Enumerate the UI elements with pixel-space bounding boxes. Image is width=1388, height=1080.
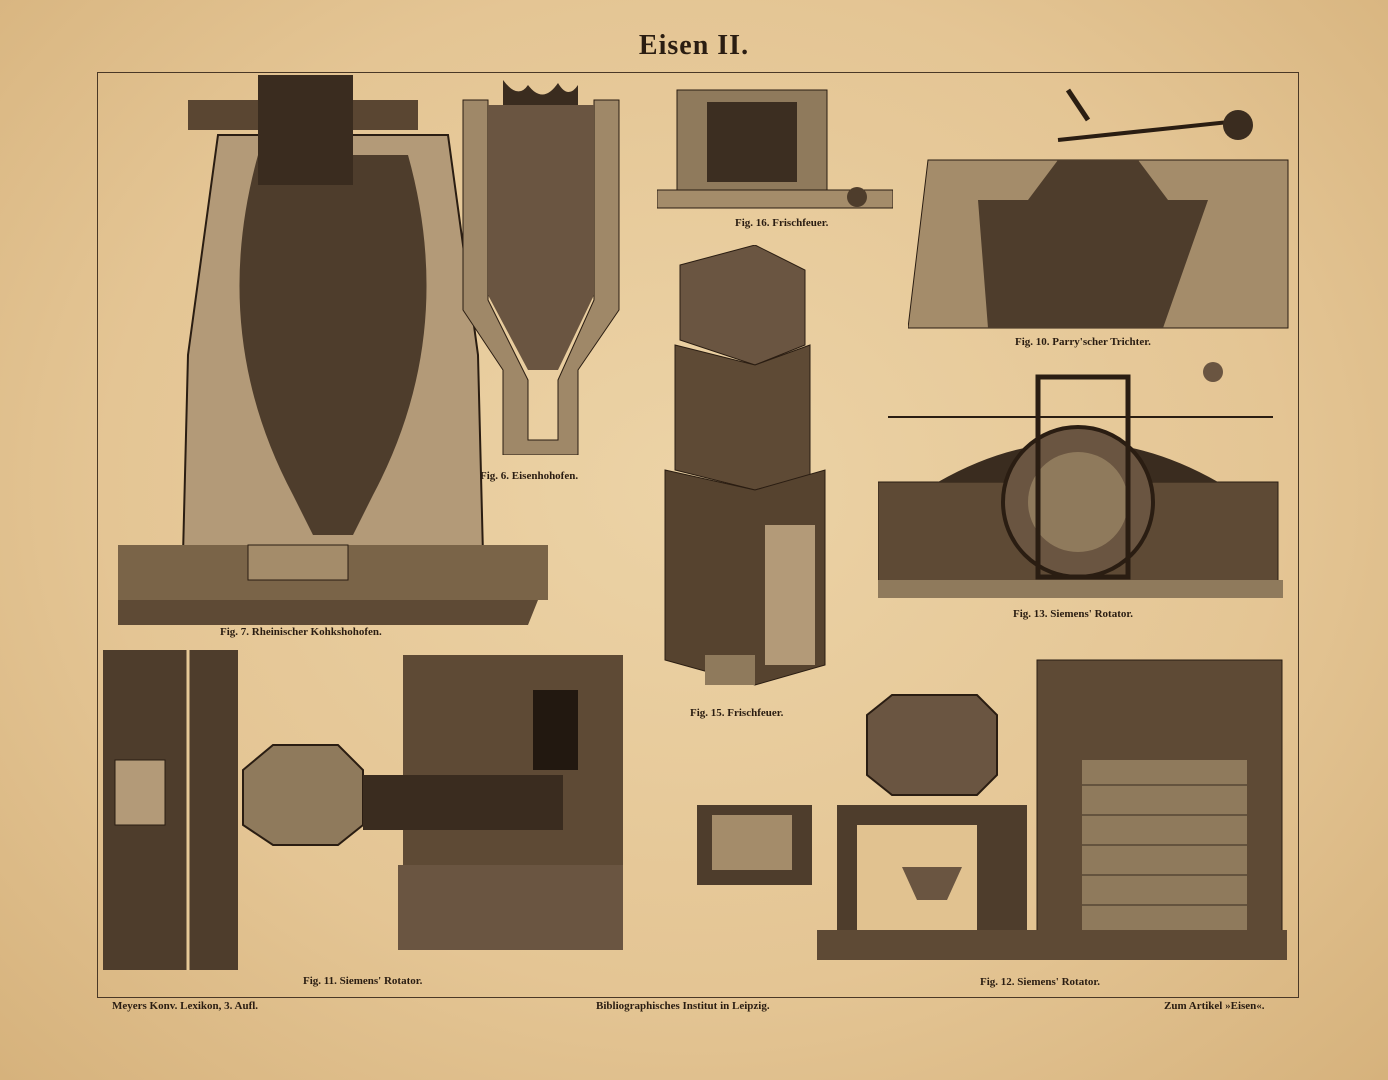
fig11-caption: Fig. 11. Siemens' Rotator. xyxy=(303,975,423,987)
fig6-caption: Fig. 6. Eisenhohofen. xyxy=(480,470,579,482)
fig10-illustration xyxy=(908,88,1289,329)
fig13-caption: Fig. 13. Siemens' Rotator. xyxy=(1013,608,1133,620)
fig11-illustration xyxy=(103,650,623,970)
fig15-caption: Fig. 15. Frischfeuer. xyxy=(690,707,784,719)
footer-publication: Meyers Konv. Lexikon, 3. Aufl. xyxy=(112,1000,259,1012)
fig13-illustration xyxy=(878,362,1283,598)
fig6-illustration xyxy=(462,80,620,455)
fig7-illustration xyxy=(118,75,548,625)
footer-article-ref: Zum Artikel »Eisen«. xyxy=(1164,1000,1265,1012)
fig16-illustration xyxy=(657,89,893,209)
plate-frame xyxy=(97,72,1299,998)
footer-publisher: Bibliographisches Institut in Leipzig. xyxy=(596,1000,770,1012)
fig12-caption: Fig. 12. Siemens' Rotator. xyxy=(980,976,1100,988)
plate-title: Eisen II. xyxy=(638,30,750,61)
fig15-illustration xyxy=(664,245,826,686)
fig10-caption: Fig. 10. Parry'scher Trichter. xyxy=(1015,336,1151,348)
fig12-illustration xyxy=(697,659,1287,960)
fig16-caption: Fig. 16. Frischfeuer. xyxy=(735,217,829,229)
fig7-caption: Fig. 7. Rheinischer Kohkshohofen. xyxy=(220,626,382,638)
